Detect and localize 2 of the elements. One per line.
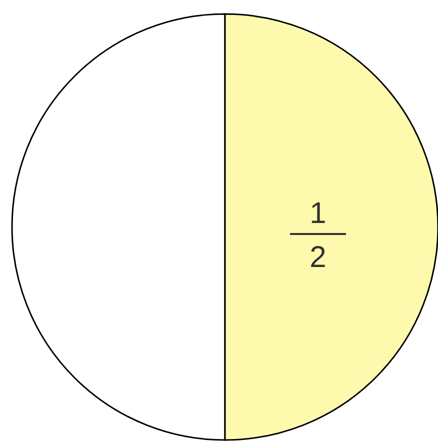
denominator: 2	[310, 243, 326, 273]
numerator: 1	[310, 199, 326, 229]
